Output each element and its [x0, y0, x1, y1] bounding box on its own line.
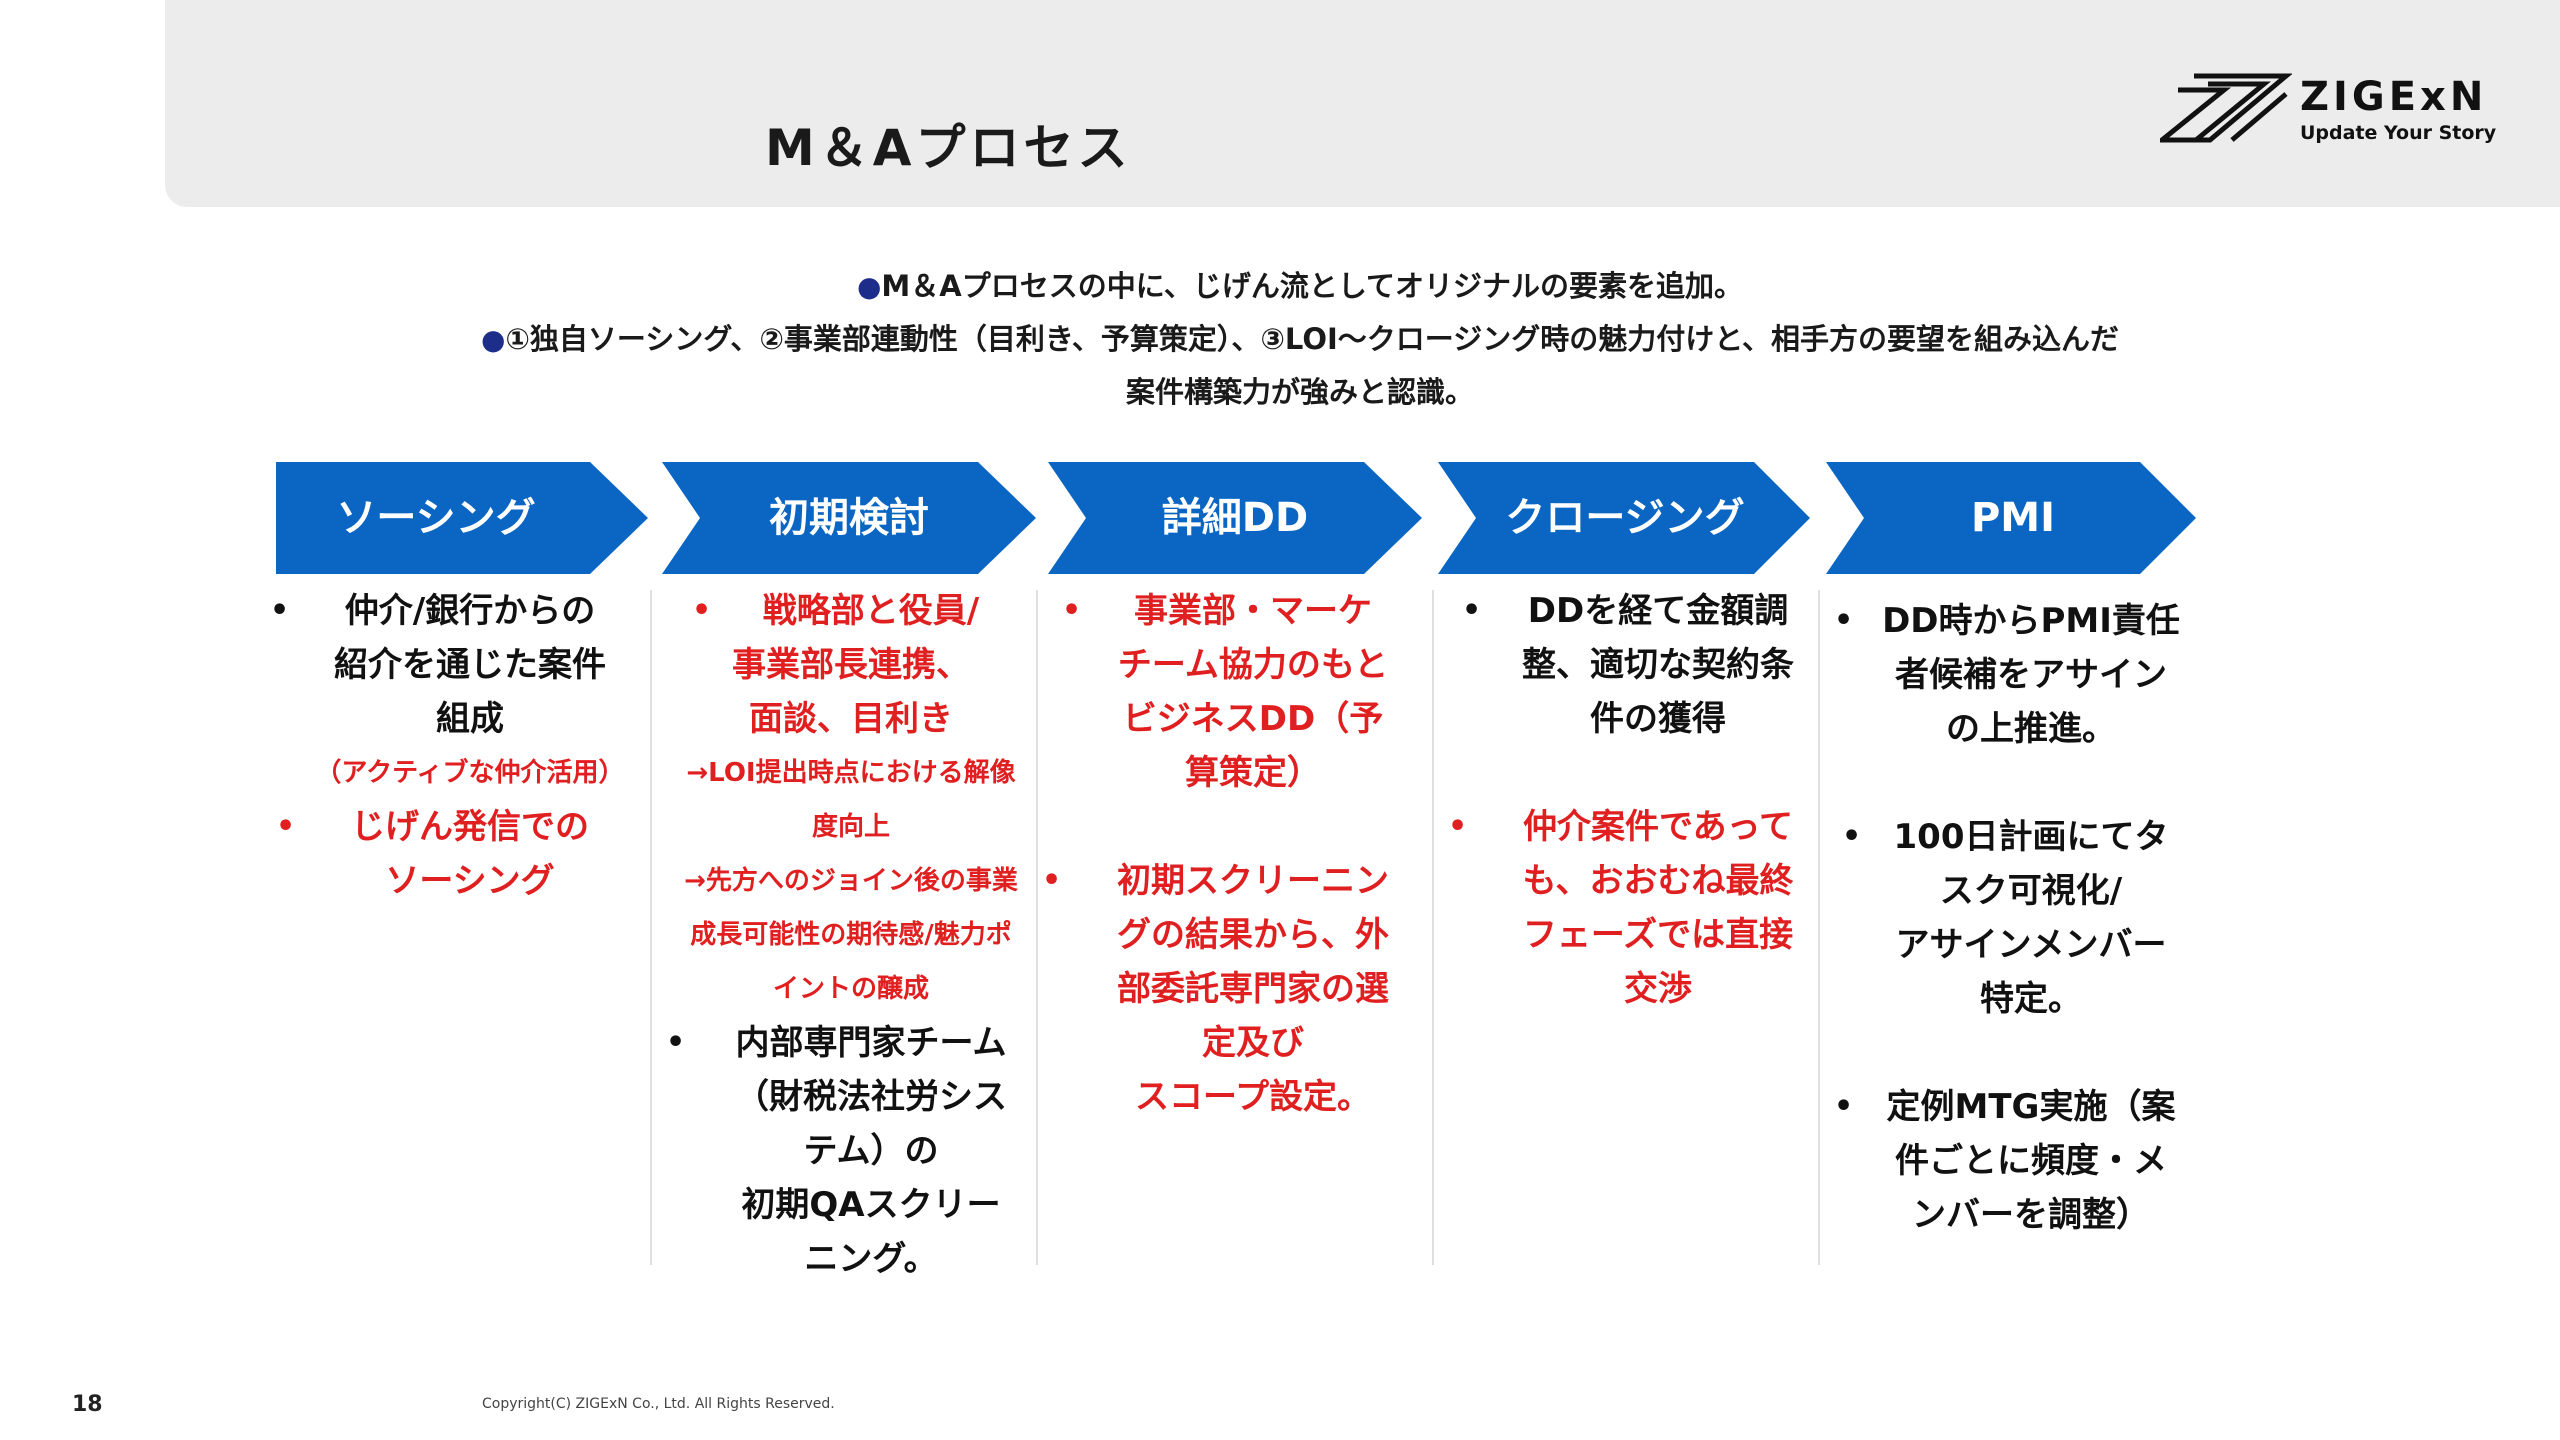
sub-item: →LOI提出時点における解像 度向上 — [686, 758, 1016, 842]
zigexn-logo-mark — [2160, 73, 2292, 143]
company-logo: ZIGExN Update Your Story — [2160, 68, 2520, 148]
list-item: • 定例MTG実施（案 件ごとに頻度・メ ンバーを調整） — [1826, 1080, 2206, 1242]
column-pmi: • DD時からPMI責任 者候補をアサイン の上推進。 • 100日計画にてタ … — [1826, 594, 2206, 1242]
stage-arrow-sourcing — [276, 462, 648, 574]
copyright-text: Copyright(C) ZIGExN Co., Ltd. All Rights… — [482, 1396, 835, 1412]
header-band — [165, 0, 2560, 207]
list-item: • DD時からPMI責任 者候補をアサイン の上推進。 — [1826, 594, 2206, 756]
list-item: • 内部専門家チーム （財税法社労シス テム）の 初期QAスクリー ニング。 — [666, 1016, 1036, 1286]
stage-label-pmi: PMI — [1970, 495, 2055, 541]
column-sourcing: • 仲介/銀行からの 紹介を通じた案件 組成 （アクティブな仲介活用） • じげ… — [270, 584, 670, 908]
sub-item: →先方へのジョイン後の事業 成長可能性の期待感/魅力ポ イントの醸成 — [684, 866, 1018, 1004]
list-item: • 戦略部と役員/ 事業部長連携、 面談、目利き — [666, 584, 1036, 746]
list-item: • DDを経て金額調 整、適切な契約条 件の獲得 — [1440, 584, 1820, 746]
bullet-icon: • — [1448, 809, 1468, 844]
bullet-icon: • — [270, 593, 290, 628]
stage-arrow-initial — [662, 462, 1036, 574]
bullet-icon: • — [666, 1025, 686, 1060]
bullet-icon: • — [1834, 603, 1854, 638]
summary-text: ●M＆Aプロセスの中に、じげん流としてオリジナルの要素を追加。 ●①独自ソーシン… — [300, 260, 2300, 418]
stage-arrow-pmi — [1826, 462, 2196, 574]
column-dd: • 事業部・マーケ チーム協力のもと ビジネスDD（予 算策定） • 初期スクリ… — [1042, 584, 1428, 1124]
column-divider — [650, 590, 652, 1265]
bullet-icon: • — [1462, 593, 1482, 628]
bullet-icon: • — [692, 593, 712, 628]
logo-tagline: Update Your Story — [2300, 122, 2497, 144]
stage-arrow-closing — [1438, 462, 1810, 574]
column-divider — [1818, 590, 1820, 1265]
list-item: • 仲介案件であって も、おおむね最終 フェーズでは直接 交渉 — [1440, 800, 1820, 1016]
bullet-icon: • — [1042, 863, 1062, 898]
column-divider — [1432, 590, 1434, 1265]
column-closing: • DDを経て金額調 整、適切な契約条 件の獲得 • 仲介案件であって も、おお… — [1440, 584, 1820, 1016]
stage-label-initial: 初期検討 — [769, 495, 929, 541]
summary-line-3: 案件構築力が強みと認識。 — [1125, 375, 1474, 409]
list-item: • 初期スクリーニン グの結果から、外 部委託専門家の選 定及び スコープ設定。 — [1042, 854, 1428, 1124]
column-initial: • 戦略部と役員/ 事業部長連携、 面談、目利き →LOI提出時点における解像 … — [666, 584, 1036, 1286]
stage-label-sourcing: ソーシング — [336, 495, 536, 541]
bullet-icon: • — [1842, 819, 1862, 854]
stage-arrow-dd — [1048, 462, 1422, 574]
stage-label-closing: クロージング — [1505, 495, 1745, 541]
list-item: • 100日計画にてタ スク可視化/ アサインメンバー 特定。 — [1826, 810, 2206, 1026]
list-item: • 事業部・マーケ チーム協力のもと ビジネスDD（予 算策定） — [1048, 584, 1428, 800]
bullet-dot-icon: ● — [856, 270, 882, 303]
bullet-icon: • — [1834, 1089, 1854, 1124]
stage-label-dd: 詳細DD — [1161, 495, 1309, 541]
bullet-icon: • — [1062, 593, 1082, 628]
logo-wordmark: ZIGExN — [2300, 74, 2488, 120]
summary-line-1: M＆Aプロセスの中に、じげん流としてオリジナルの要素を追加。 — [881, 269, 1743, 303]
list-item: • じげん発信での ソーシング — [270, 800, 670, 908]
process-arrows — [276, 462, 2196, 574]
note-text: （アクティブな仲介活用） — [315, 758, 625, 788]
bullet-icon: • — [276, 809, 296, 844]
bullet-dot-icon: ● — [480, 323, 506, 356]
summary-line-2: ①独自ソーシング、②事業部連動性（目利き、予算策定）、③LOI～クロージング時の… — [505, 322, 2120, 356]
list-item: • 仲介/銀行からの 紹介を通じた案件 組成 — [270, 584, 670, 746]
column-divider — [1036, 590, 1038, 1265]
page-number: 18 — [72, 1392, 103, 1417]
page-title: M＆Aプロセス — [765, 119, 1132, 177]
